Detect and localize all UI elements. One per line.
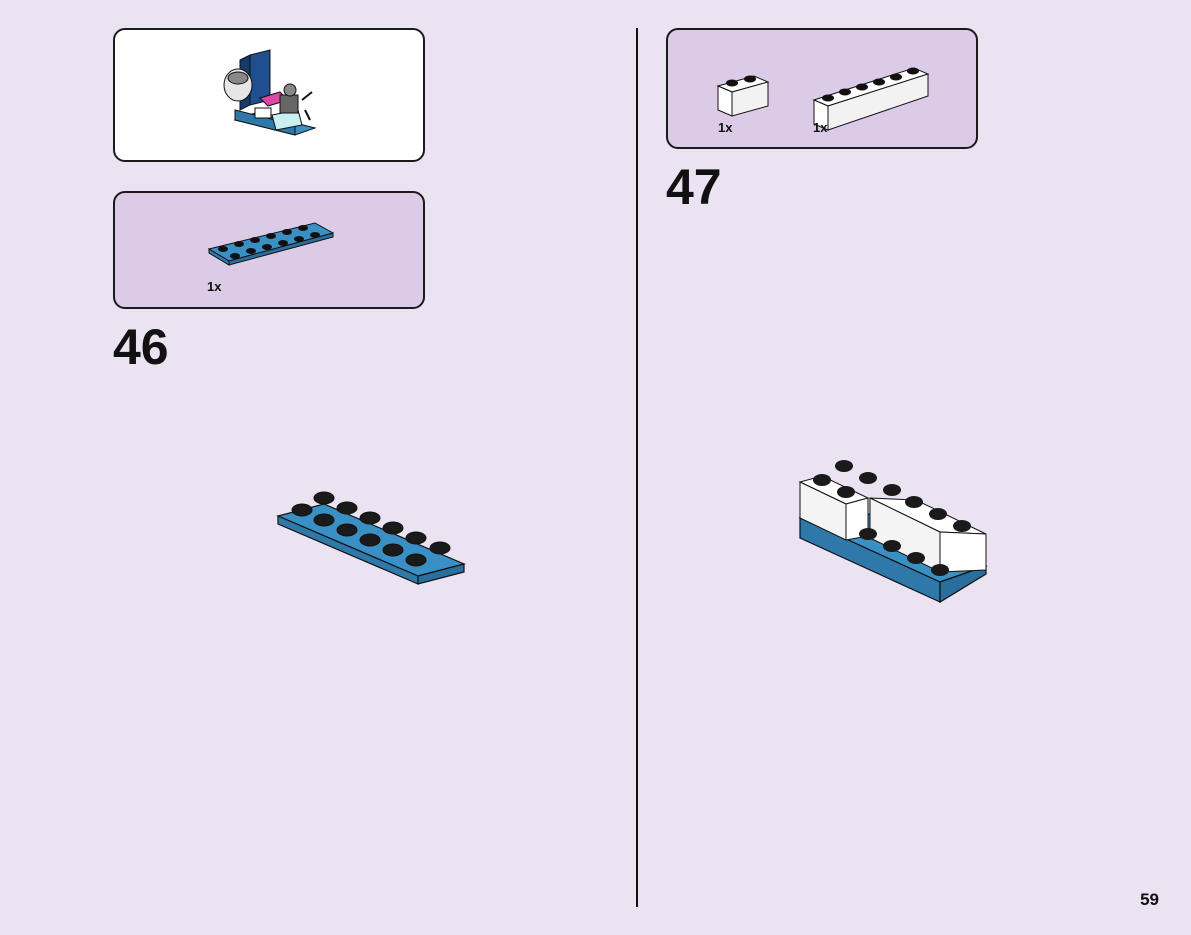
part-quantity: 1x	[718, 120, 733, 135]
step-46-model-image	[276, 491, 466, 585]
part-brick-1x2-image	[716, 75, 770, 117]
subassembly-model-image	[223, 49, 317, 136]
page-number: 59	[1140, 890, 1159, 909]
step-47-parts-list: 1x 1x	[666, 28, 978, 149]
page-divider	[636, 28, 638, 907]
step-47-model-image	[798, 460, 988, 604]
subassembly-callout	[113, 28, 425, 162]
part-quantity: 1x	[813, 120, 828, 135]
step-46-parts-list: 1x	[113, 191, 425, 309]
step-number: 46	[113, 319, 169, 375]
part-plate-2x6-image	[207, 222, 335, 266]
part-brick-1x6-image	[812, 67, 930, 131]
part-quantity: 1x	[207, 279, 222, 294]
step-number: 47	[666, 159, 722, 215]
